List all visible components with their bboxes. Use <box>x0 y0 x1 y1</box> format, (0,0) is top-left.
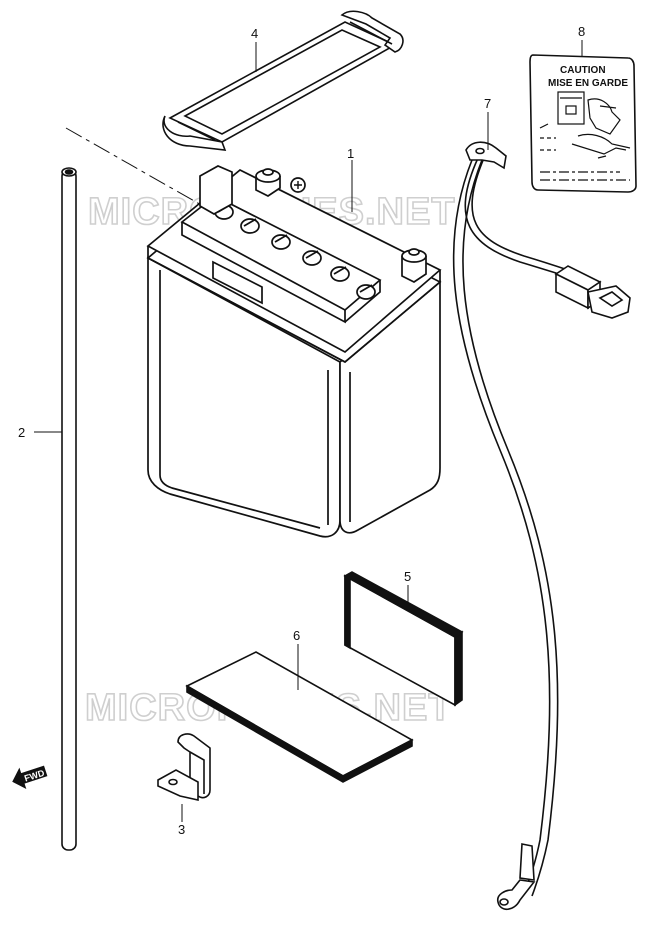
part-7-cable <box>452 141 631 911</box>
callout-6: 6 <box>293 628 300 643</box>
part-2-rod <box>61 167 77 851</box>
fwd-label: FWD <box>23 768 46 784</box>
callout-5: 5 <box>404 569 411 584</box>
callout-4: 4 <box>251 26 258 41</box>
fwd-arrow-icon: FWD <box>12 765 48 789</box>
caution-title: CAUTION <box>560 65 606 76</box>
part-4-strap <box>162 10 404 151</box>
leader-rod-battery <box>65 127 211 211</box>
part-5-pad <box>343 571 464 707</box>
callout-1: 1 <box>347 146 354 161</box>
callout-8: 8 <box>578 24 585 39</box>
callout-3: 3 <box>178 822 185 837</box>
part-6-mat <box>185 651 414 783</box>
caution-subtitle: MISE EN GARDE <box>548 78 628 89</box>
caution-illustration <box>539 91 631 181</box>
callout-7: 7 <box>484 96 491 111</box>
part-3-clamp <box>157 733 211 801</box>
part-1-battery <box>146 165 442 538</box>
negative-terminal <box>255 168 281 197</box>
callout-2: 2 <box>18 425 25 440</box>
leader-lines <box>34 40 583 822</box>
positive-terminal <box>401 248 427 283</box>
part-8-caution-label: CAUTION MISE EN GARDE <box>529 54 637 193</box>
